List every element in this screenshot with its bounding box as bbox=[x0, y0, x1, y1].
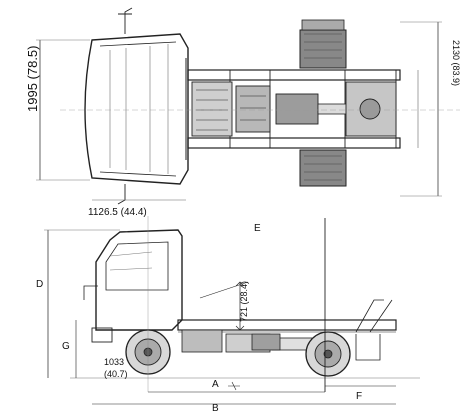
label-d: D bbox=[36, 279, 44, 290]
dim-width-right: 2130 (83.9) bbox=[451, 40, 461, 87]
dim-front-overhang: 1126.5 (44.4) bbox=[88, 207, 147, 218]
label-e: E bbox=[254, 223, 261, 234]
label-a: A bbox=[212, 379, 219, 390]
side-view bbox=[44, 216, 420, 405]
dim-wheel-mm: 1033 bbox=[104, 357, 125, 367]
label-b: B bbox=[212, 403, 219, 414]
top-view bbox=[36, 7, 460, 205]
dim-frame-height: 721 (28.4) bbox=[239, 280, 249, 322]
label-g: G bbox=[62, 341, 70, 352]
dim-width-left: 1995 (78.5) bbox=[25, 45, 40, 113]
label-f: F bbox=[356, 391, 363, 402]
dim-wheel-in: (40.7) bbox=[104, 369, 128, 379]
